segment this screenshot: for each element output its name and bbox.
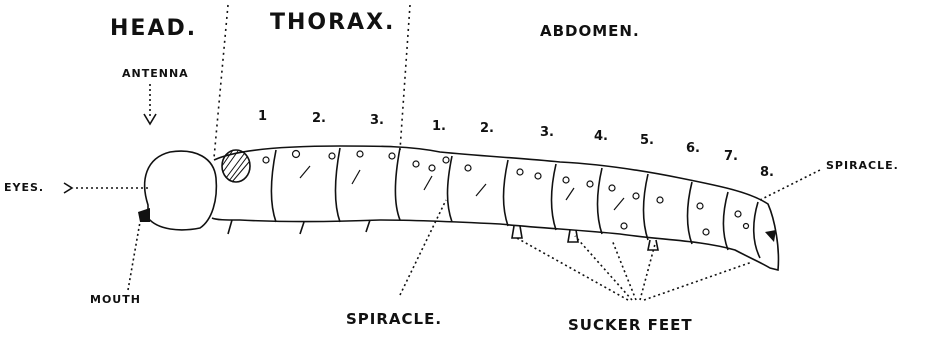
mouth-label: MOUTH	[90, 294, 141, 305]
eyes-label: EYES.	[4, 182, 44, 193]
region-head-label: HEAD.	[110, 18, 197, 40]
head-capsule	[145, 151, 217, 230]
thorax-leg	[228, 220, 232, 234]
thoracic-shield	[222, 150, 250, 182]
region-abdomen-label: ABDOMEN.	[540, 24, 640, 39]
sucker-foot	[568, 230, 578, 242]
abdomen-segment-number: 3.	[540, 126, 554, 139]
tail-mark	[765, 230, 776, 242]
spiracle-bottom-label: SPIRACLE.	[346, 312, 442, 327]
thorax-segment-number: 1	[258, 110, 267, 123]
thorax-leg	[300, 222, 304, 234]
abdomen-segment-number: 7.	[724, 150, 738, 163]
segment-divider	[754, 202, 760, 258]
segment-divider	[644, 174, 649, 240]
segment-divider	[272, 150, 277, 222]
segment-divider	[688, 182, 693, 244]
segment-divider	[448, 156, 453, 222]
body-outline	[212, 146, 778, 270]
thorax-segment-number: 2.	[312, 112, 326, 125]
sucker-feet-guide	[612, 240, 636, 300]
thorax-abdomen-divider	[400, 5, 410, 150]
mouth-mark	[138, 208, 150, 222]
sucker-feet-guide	[644, 262, 752, 300]
abdomen-segment-number: 5.	[640, 134, 654, 147]
spiracle-right-label: SPIRACLE.	[826, 160, 899, 171]
eyes-arrow	[64, 183, 72, 193]
abdomen-segment-number: 2.	[480, 122, 494, 135]
sucker-feet-guide	[640, 244, 655, 300]
antenna-label: ANTENNA	[122, 68, 189, 79]
sucker-feet-label: SUCKER FEET	[568, 318, 693, 333]
segment-divider	[504, 160, 509, 226]
segment-divider	[336, 148, 341, 222]
sucker-feet-guide	[575, 236, 632, 300]
sucker-feet-guide	[515, 237, 628, 300]
abdomen-segment-number: 1.	[432, 120, 446, 133]
abdomen-segment-number: 4.	[594, 130, 608, 143]
sucker-foot	[648, 240, 658, 250]
region-thorax-label: THORAX.	[270, 12, 395, 34]
sucker-foot	[512, 226, 522, 238]
mouth-guide	[128, 222, 140, 290]
segment-divider	[598, 168, 603, 234]
segment-divider	[396, 148, 401, 220]
head-thorax-divider	[214, 5, 228, 158]
segment-divider	[724, 192, 729, 250]
thorax-segment-number: 3.	[370, 114, 384, 127]
segment-divider	[552, 164, 557, 230]
abdomen-segment-number: 6.	[686, 142, 700, 155]
abdomen-segment-number: 8.	[760, 166, 774, 179]
thorax-leg	[366, 220, 370, 232]
spiracle-bottom-guide	[400, 200, 446, 295]
